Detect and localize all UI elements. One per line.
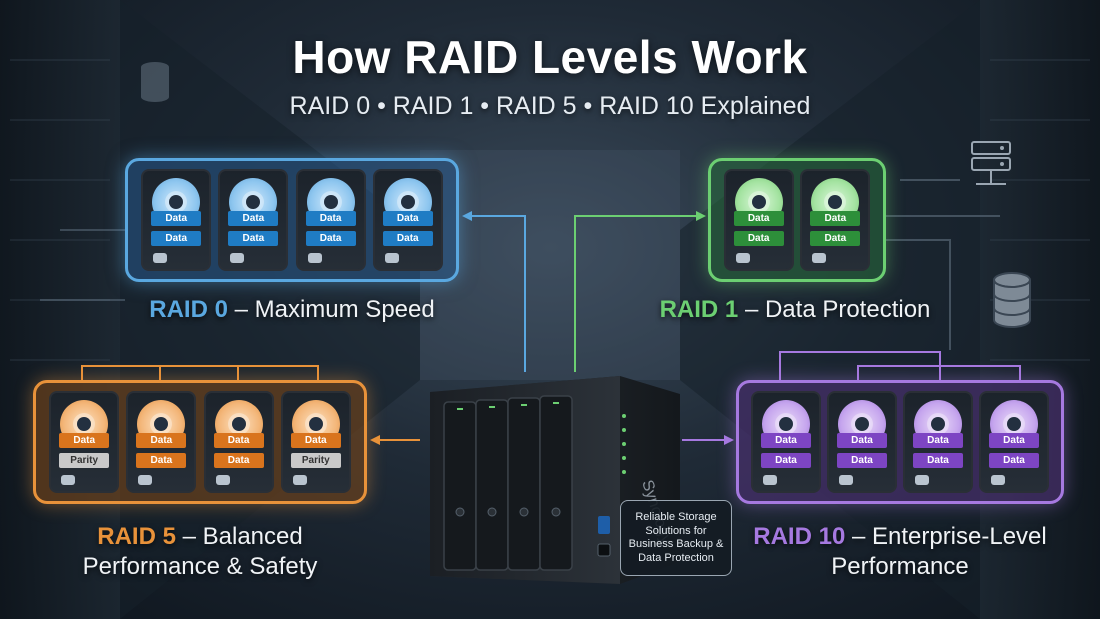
disk-tag: Data [136,453,187,468]
raid0-name: RAID 0 [149,296,228,323]
database-icon [993,272,1031,328]
raid5-desc-line2: Performance & Safety [82,553,318,580]
disk-tag: Data [305,211,356,226]
raid5-name: RAID 5 [97,523,176,550]
page-subtitle: RAID 0 • RAID 1 • RAID 5 • RAID 10 Expla… [289,92,811,120]
disk-tag: Data [59,433,110,448]
disk-tag: Data [213,453,264,468]
disk-tag: Data [810,211,861,226]
disk-tag: Data [837,453,887,468]
raid1-label: RAID 1 – Data Protection [640,296,950,324]
raid10-label: RAID 10 – Enterprise-Level Performance [730,522,1070,582]
parity-tag: Parity [59,453,110,468]
disk-tag: Data [733,211,784,226]
disk-tag: Data [151,231,202,246]
disk-tag: Data [989,453,1039,468]
disk-tag: Data [228,211,279,226]
parity-tag: Parity [290,453,341,468]
disk-tag: Data [761,433,811,448]
database-icon [141,62,169,102]
disk-tag: Data [989,433,1039,448]
disk-tag: Data [837,433,887,448]
raid1-desc: – Data Protection [738,296,931,323]
disk-tag: Data [305,231,356,246]
nas-callout: Reliable Storage Solutions for Business … [620,500,732,576]
disk-tag: Data [733,231,784,246]
disk-tag: Data [151,211,202,226]
disk-tag: Data [290,433,341,448]
page-title: How RAID Levels Work [292,31,808,83]
raid10-desc-line2: Performance [831,553,969,580]
disk-tag: Data [213,433,264,448]
raid5-desc-line1: – Balanced [175,523,303,550]
raid10-desc-line1: – Enterprise-Level [845,523,1047,550]
disk-tag: Data [913,453,963,468]
raid0-desc: – Maximum Speed [227,296,435,323]
raid0-label: RAID 0 – Maximum Speed [125,296,459,324]
disk-tag: Data [382,231,433,246]
disk-tag: Data [136,433,187,448]
raid10-name: RAID 10 [753,523,846,550]
disk-tag: Data [228,231,279,246]
server-rack-icon [971,141,1011,185]
disk-tag: Data [913,433,963,448]
raid5-label: RAID 5 – Balanced Performance & Safety [0,522,400,582]
disk-tag: Data [810,231,861,246]
disk-tag: Data [382,211,433,226]
disk-tag: Data [761,453,811,468]
raid1-name: RAID 1 [659,296,739,323]
